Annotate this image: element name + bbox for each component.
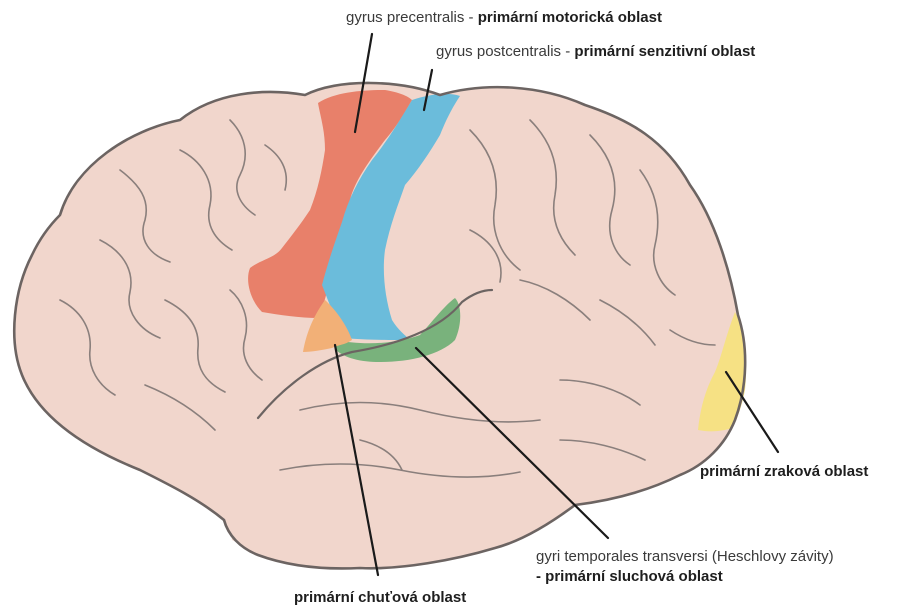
postcentral-name: gyrus postcentralis [436, 43, 561, 60]
auditory-function: - primární sluchová oblast [536, 567, 834, 587]
visual-function: primární zraková oblast [700, 463, 868, 480]
postcentral-function: primární senzitivní oblast [574, 43, 755, 60]
auditory-label: gyri temporales transversi (Heschlovy zá… [536, 547, 834, 587]
precentral-name: gyrus precentralis [346, 9, 464, 26]
gustatory-label: primární chuťová oblast [294, 588, 466, 608]
gustatory-function: primární chuťová oblast [294, 589, 466, 606]
precentral-function: primární motorická oblast [478, 9, 662, 26]
visual-label: primární zraková oblast [700, 462, 868, 482]
postcentral-separator: - [561, 43, 574, 60]
postcentral-label: gyrus postcentralis - primární senzitivn… [436, 42, 755, 62]
precentral-separator: - [464, 9, 477, 26]
precentral-label: gyrus precentralis - primární motorická … [346, 8, 662, 28]
auditory-name: gyri temporales transversi (Heschlovy zá… [536, 547, 834, 567]
